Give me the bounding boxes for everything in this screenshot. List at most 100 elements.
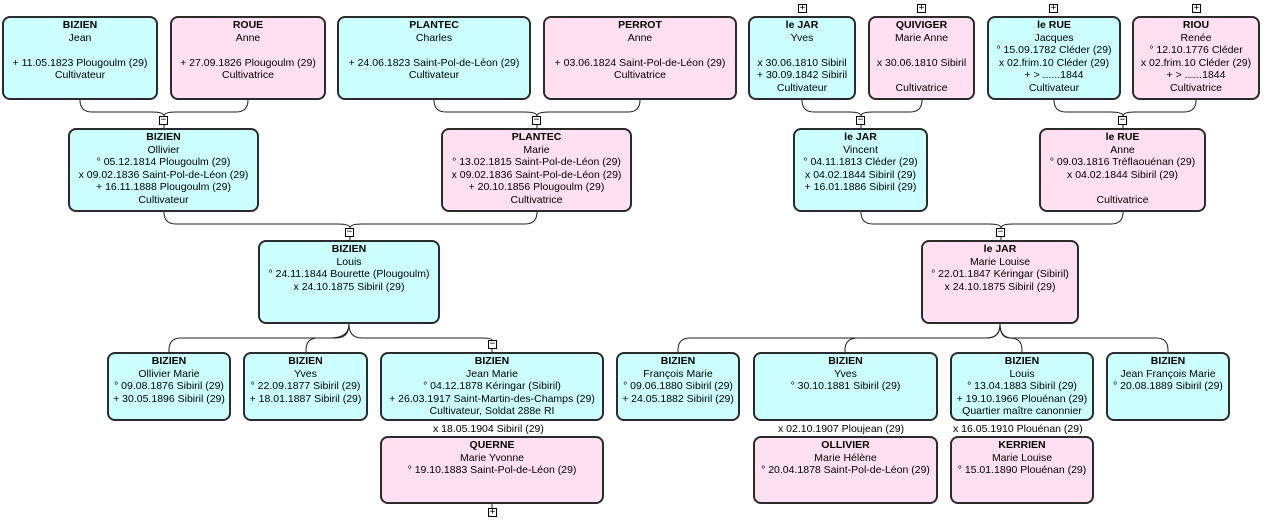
- expand-toggle-querne-children[interactable]: +: [488, 507, 497, 517]
- detail-line: + > ......1844: [1024, 69, 1084, 82]
- detail-line: [870, 69, 973, 82]
- connector-child-jean-marie: [348, 323, 493, 341]
- detail-line: + 20.10.1856 Plougoulm (29): [468, 181, 605, 194]
- given-name: Marie: [523, 143, 550, 156]
- given-name: Yves: [834, 367, 857, 380]
- given-name: Marie Yvonne: [459, 451, 524, 464]
- detail-line: ° 22.01.1847 Kéringar (Sibiril): [931, 268, 1069, 281]
- detail-line: [109, 405, 229, 418]
- collapse-toggle-bizien-jean-marie-children[interactable]: −: [488, 339, 497, 349]
- surname: BIZIEN: [62, 19, 98, 31]
- detail-line: Cultivatrice: [895, 81, 948, 94]
- surname: BIZIEN: [1150, 355, 1186, 367]
- collapse-toggle-lejar-marie-louise-parents[interactable]: −: [996, 227, 1005, 237]
- expand-toggle-lejar-yves[interactable]: +: [798, 3, 807, 13]
- expand-toggle-lerue-jacques[interactable]: +: [1049, 3, 1058, 13]
- detail-line: x 09.02.1836 Saint-Pol-de-Léon (29): [451, 168, 622, 181]
- given-name: Marie Anne: [894, 31, 949, 44]
- detail-line: + 16.01.1886 Sibiril (29): [804, 181, 917, 194]
- connector-child-ollivier-marie: [168, 323, 350, 352]
- connector-lejar-marie-louise: [860, 211, 1124, 240]
- surname: PLANTEC: [511, 131, 562, 143]
- collapse-toggle-bizien-ollivier-parents[interactable]: −: [159, 115, 168, 125]
- given-name: Renée: [1180, 31, 1212, 44]
- surname: QUERNE: [469, 439, 515, 451]
- surname: BIZIEN: [331, 243, 367, 255]
- surname: BIZIEN: [828, 355, 863, 367]
- detail-line: + 24.06.1823 Saint-Pol-de-Léon (29): [348, 56, 520, 69]
- connector-child-yves-1877: [305, 323, 350, 352]
- detail-line: Cultivateur: [1028, 81, 1080, 94]
- given-name: Marie Louise: [991, 451, 1053, 464]
- detail-line: Cultivateur: [138, 193, 189, 206]
- given-name: Anne: [1110, 143, 1135, 156]
- surname: BIZIEN: [146, 131, 181, 143]
- given-name: François Marie: [643, 367, 713, 380]
- connector-lejar: [801, 99, 923, 128]
- detail-line: [870, 44, 973, 57]
- marriage-date-jean-marie: x 18.05.1904 Sibiril (29): [432, 423, 545, 435]
- detail-line: + 16.11.1888 Plougoulm (29): [96, 181, 231, 194]
- given-name: Louis: [1009, 367, 1035, 380]
- expand-toggle-quiviger[interactable]: +: [917, 3, 926, 13]
- detail-line: + 30.09.1842 Sibiril: [756, 69, 848, 82]
- expand-toggle-riou-renee[interactable]: +: [1192, 3, 1201, 13]
- detail-line: Cultivateur: [54, 69, 106, 82]
- detail-line: + 26.03.1917 Saint-Martin-des-Champs (29…: [389, 392, 595, 405]
- collapse-toggle-bizien-louis-parents[interactable]: −: [345, 227, 354, 237]
- surname: le JAR: [983, 243, 1017, 255]
- connector-child-yves-1881: [844, 323, 1001, 352]
- collapse-toggle-lejar-vincent-parents[interactable]: −: [856, 115, 865, 125]
- surname: RIOU: [1182, 19, 1210, 31]
- detail-line: + 19.10.1966 Plouénan (29): [956, 392, 1088, 405]
- detail-line: [172, 44, 324, 57]
- detail-line: Cultivateur: [776, 81, 828, 94]
- given-name: Vincent: [843, 143, 878, 156]
- collapse-toggle-plantec-marie-parents[interactable]: −: [532, 115, 541, 125]
- surname: le RUE: [1037, 19, 1071, 31]
- given-name: Charles: [415, 31, 453, 44]
- detail-line: + 03.06.1824 Saint-Pol-de-Léon (29): [554, 56, 726, 69]
- detail-line: [382, 477, 602, 490]
- collapse-toggle-lerue-anne-parents[interactable]: −: [1118, 115, 1127, 125]
- surname: KERRIEN: [998, 439, 1046, 451]
- given-name: Jacques: [1034, 31, 1074, 44]
- surname: BIZIEN: [288, 355, 323, 367]
- detail-line: ° 09.08.1876 Sibiril (29): [114, 380, 224, 393]
- detail-line: ° 05.12.1814 Plougoulm (29): [96, 156, 231, 169]
- detail-line: + 18.01.1887 Sibiril (29): [249, 392, 362, 405]
- connector-lerue: [1053, 99, 1197, 128]
- detail-line: ° 15.09.1782 Cléder (29): [996, 44, 1112, 57]
- surname: OLLIVIER: [821, 439, 870, 451]
- detail-line: + 11.05.1823 Plougoulm (29): [12, 56, 148, 69]
- connector-bizien-louis: [163, 211, 538, 240]
- detail-line: Cultivateur: [408, 69, 460, 82]
- surname: le JAR: [844, 131, 877, 143]
